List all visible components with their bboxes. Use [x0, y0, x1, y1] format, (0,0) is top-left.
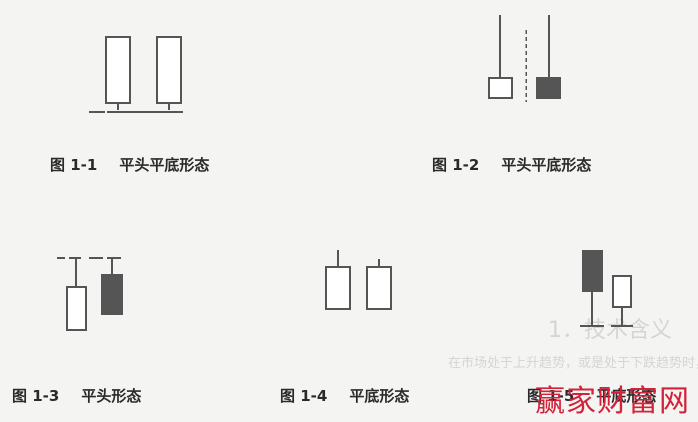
- figure-title: 平头平底形态: [119, 156, 210, 174]
- figure-1-2-diagram: [488, 15, 561, 102]
- bleed-paragraph: 在市场处于上升趋势，或是处于下跌趋势时，出现平头或平底形态，则: [448, 356, 698, 371]
- figure-title: 平头形态: [81, 387, 142, 405]
- figure-1-2-caption: 图 1-2 平头平底形态: [432, 154, 591, 175]
- bleed-heading: 1．技术含义: [548, 318, 672, 343]
- figure-1-1-diagram: [89, 36, 183, 113]
- candle-right-body: [366, 266, 392, 310]
- figure-number: 图 1-2: [432, 156, 480, 174]
- candle-left-body: [105, 36, 131, 104]
- site-watermark: 赢家财富网: [535, 384, 690, 419]
- candle-left-body: [582, 250, 603, 292]
- figure-1-3-caption: 图 1-3 平头形态: [12, 385, 141, 406]
- candle-right-body: [536, 77, 561, 99]
- figure-title: 平底形态: [596, 387, 657, 405]
- figure-1-4-diagram: [325, 250, 392, 310]
- figure-number: 图 1-5: [527, 387, 575, 405]
- candle-left-body: [488, 77, 513, 99]
- figure-title: 平头平底形态: [501, 156, 592, 174]
- figure-1-4-caption: 图 1-4 平底形态: [280, 385, 409, 406]
- figure-1-3-diagram: [57, 257, 123, 331]
- figure-number: 图 1-1: [50, 156, 98, 174]
- candle-right-body: [612, 275, 632, 308]
- candle-left-body: [66, 286, 87, 331]
- figure-number: 图 1-3: [12, 387, 60, 405]
- figure-1-5-caption: 图 1-5 平底形态: [527, 385, 656, 406]
- figure-1-5-diagram: [580, 250, 633, 327]
- candle-right-body: [156, 36, 182, 104]
- figure-title: 平底形态: [349, 387, 410, 405]
- candle-right-body: [101, 274, 123, 315]
- candle-left-body: [325, 266, 351, 310]
- figure-number: 图 1-4: [280, 387, 328, 405]
- figure-1-1-caption: 图 1-1 平头平底形态: [50, 154, 209, 175]
